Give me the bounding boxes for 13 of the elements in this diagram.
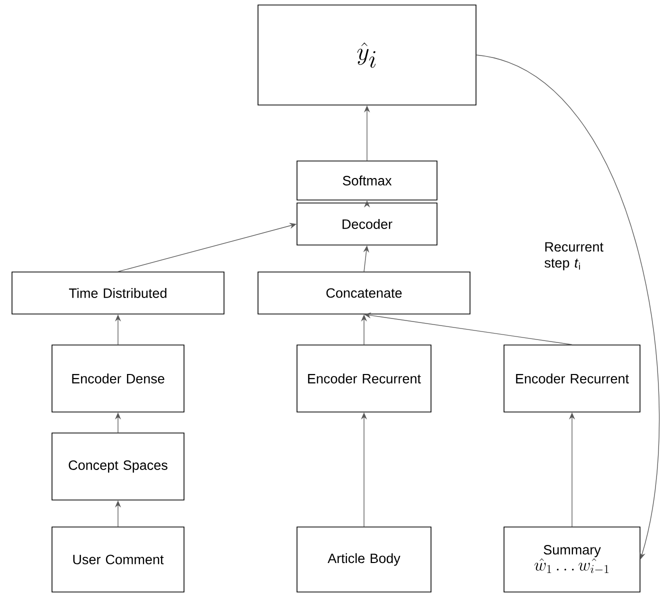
layer-box: Softmax — [296, 160, 438, 200]
layer-box: Decoder — [296, 202, 438, 246]
layer-box: Time Distributed — [12, 272, 224, 314]
layer-box: Summary $\hat{w}_1 \ldots \hat{w_{i-1}}$ — [504, 526, 640, 592]
edge-label: Recurrent step t$_{i}$ — [544, 242, 604, 270]
layer-box: Encoder Recurrent — [296, 344, 432, 412]
layer-box: Concept Spaces — [52, 432, 184, 500]
layer-box: Concatenate — [258, 272, 470, 314]
layer-box: Encoder Recurrent — [504, 344, 640, 412]
layer-box: User Comment — [52, 526, 184, 592]
layer-box: Article Body — [296, 526, 432, 592]
layer-box: Encoder Dense — [52, 344, 184, 412]
layer-box: $\hat{y}_i$ — [258, 4, 476, 106]
